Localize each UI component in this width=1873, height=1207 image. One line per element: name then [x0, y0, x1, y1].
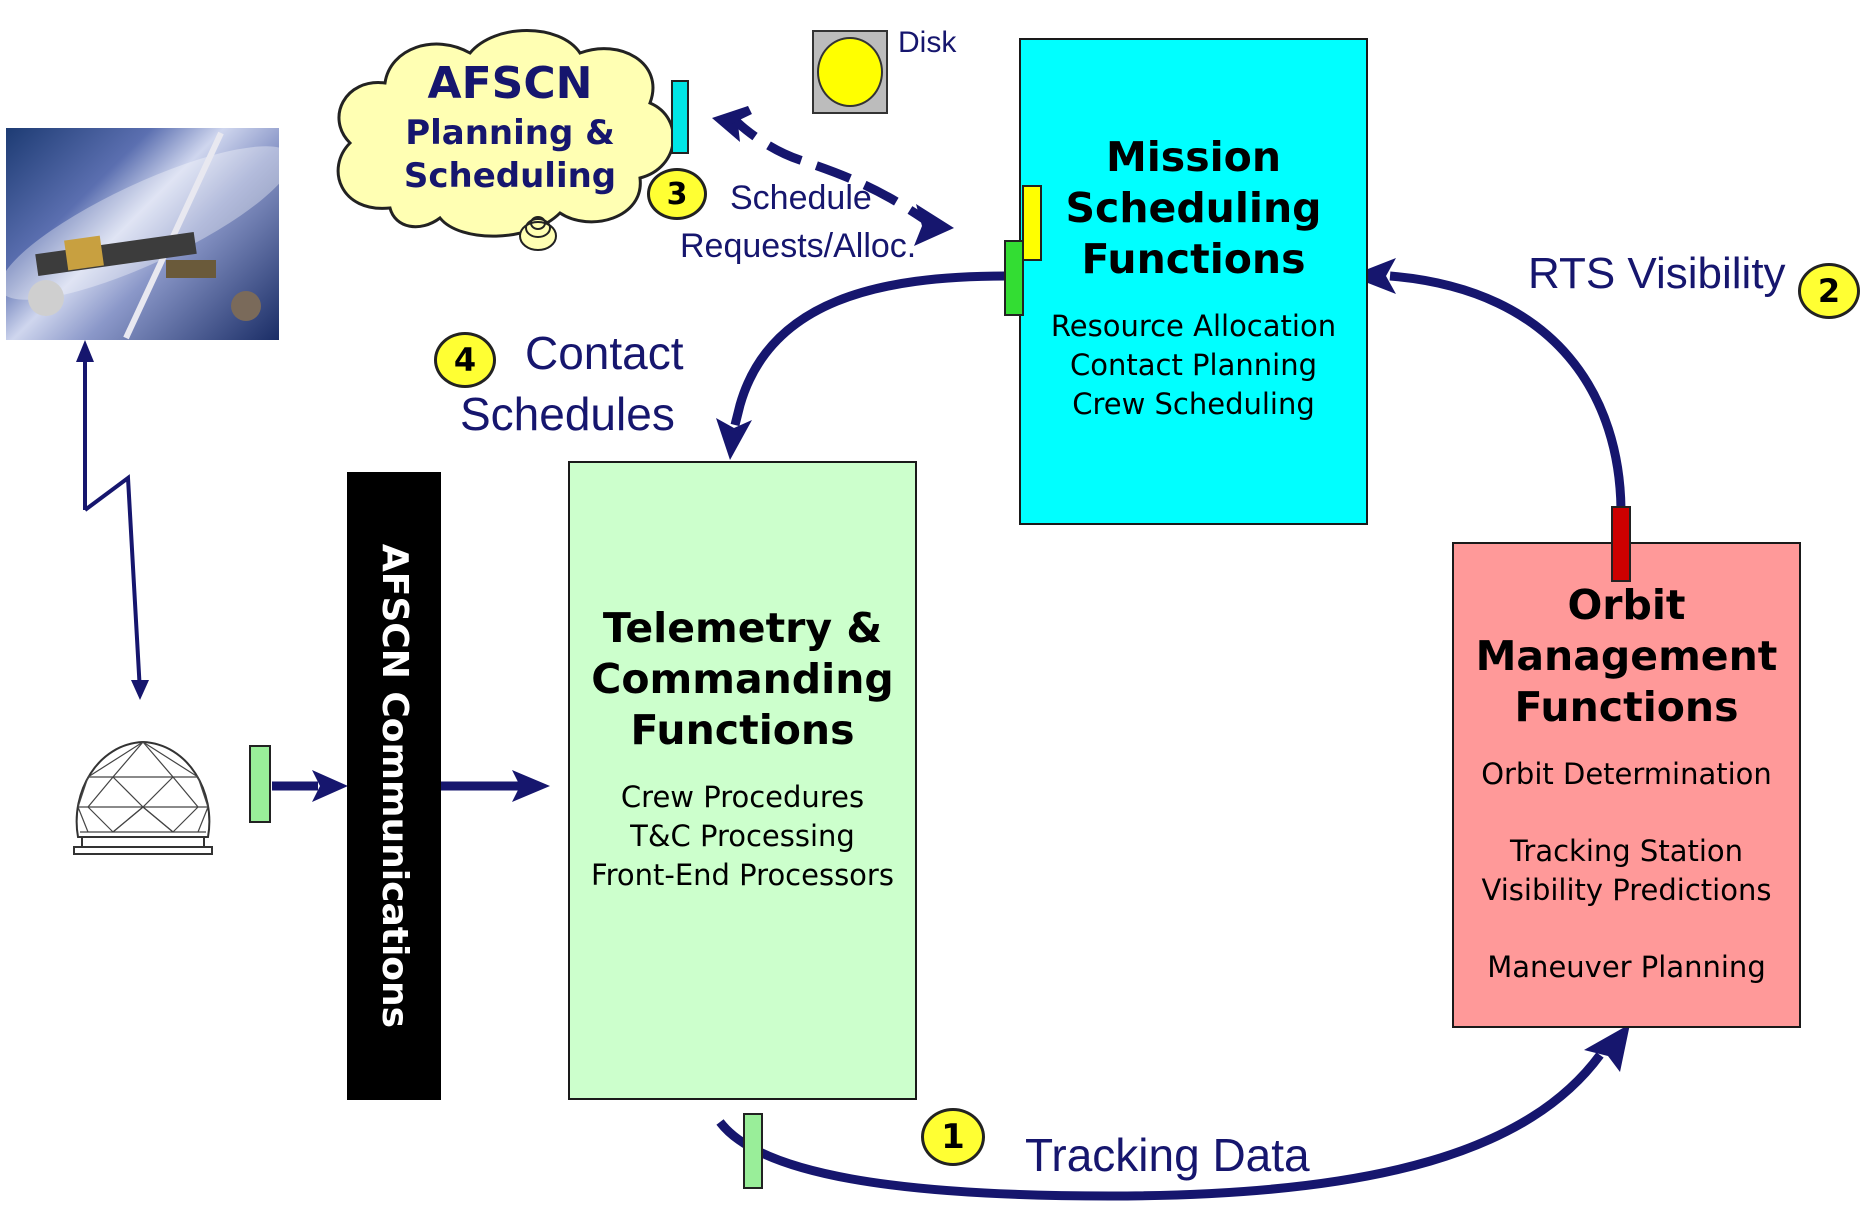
schedule-label-line-1: Schedule — [730, 179, 872, 217]
telemetry-title-line-2: Commanding — [591, 655, 894, 703]
radome-icon — [68, 732, 218, 867]
mission-title-line-1: Mission — [1105, 133, 1282, 181]
step-1-badge: 1 — [921, 1108, 985, 1166]
satellite-image — [6, 128, 279, 340]
schedule-requests-dashed-arrow — [731, 116, 943, 234]
satellite-icon — [6, 131, 279, 340]
rts-visibility-label: RTS Visibility — [1528, 249, 1786, 298]
step-3-badge: 3 — [647, 168, 707, 220]
step-4-badge: 4 — [434, 332, 496, 388]
disk-icon — [812, 30, 888, 114]
mission-title-line-3: Functions — [1081, 235, 1306, 283]
orbit-item-orbit-determination: Orbit Determination — [1481, 757, 1772, 791]
cloud-port — [671, 80, 689, 154]
mission-port-yellow — [1022, 185, 1042, 261]
mission-item-resource-allocation: Resource Allocation — [1050, 309, 1337, 343]
orbit-management-box: Orbit Management Functions Orbit Determi… — [1452, 542, 1801, 1028]
contact-label-line-1: Contact — [525, 327, 684, 379]
mission-scheduling-box: Mission Scheduling Functions Resource Al… — [1019, 38, 1368, 525]
telemetry-item-tc-processing: T&C Processing — [630, 819, 855, 853]
orbit-port — [1611, 506, 1631, 582]
orbit-title-line-2: Management — [1475, 632, 1778, 680]
rts-visibility-arrow — [1389, 271, 1626, 511]
radome-port — [249, 745, 271, 823]
mission-title-line-2: Scheduling — [1065, 184, 1322, 232]
lightning-zigzag — [83, 474, 142, 693]
telemetry-commanding-box: Telemetry & Commanding Functions Crew Pr… — [568, 461, 917, 1100]
step-2-badge: 2 — [1798, 263, 1860, 319]
comm-bar-label: AFSCN Communications — [374, 543, 415, 1029]
tracking-data-label: Tracking Data — [1025, 1129, 1310, 1181]
contact-label-line-2: Schedules — [460, 388, 675, 440]
afscn-planning-cloud — [320, 18, 690, 258]
orbit-title-line-1: Orbit — [1567, 581, 1686, 629]
orbit-title-line-3: Functions — [1514, 683, 1739, 731]
schedule-label-line-2: Requests/Alloc. — [680, 227, 917, 265]
tracking-data-arrow — [716, 1052, 1604, 1201]
telemetry-title-line-1: Telemetry & — [602, 604, 883, 652]
afscn-communications-bar: AFSCN Communications — [347, 472, 441, 1100]
orbit-item-visibility-predictions: Visibility Predictions — [1481, 873, 1772, 907]
telemetry-port — [743, 1113, 763, 1189]
orbit-item-tracking-station: Tracking Station — [1509, 834, 1744, 868]
disk-label: Disk — [898, 26, 957, 59]
contact-schedules-arrow — [730, 271, 1007, 427]
mission-item-crew-scheduling: Crew Scheduling — [1072, 387, 1315, 421]
mission-port-green — [1004, 240, 1024, 316]
cloud-line-2: Planning & — [405, 113, 615, 153]
orbit-item-maneuver-planning: Maneuver Planning — [1487, 950, 1766, 984]
telemetry-item-crew-procedures: Crew Procedures — [620, 780, 865, 814]
mission-item-contact-planning: Contact Planning — [1070, 348, 1317, 382]
cloud-line-3: Scheduling — [403, 156, 617, 196]
telemetry-item-front-end-processors: Front-End Processors — [591, 858, 894, 892]
telemetry-title-line-3: Functions — [630, 706, 855, 754]
cloud-title: AFSCN — [427, 58, 593, 109]
